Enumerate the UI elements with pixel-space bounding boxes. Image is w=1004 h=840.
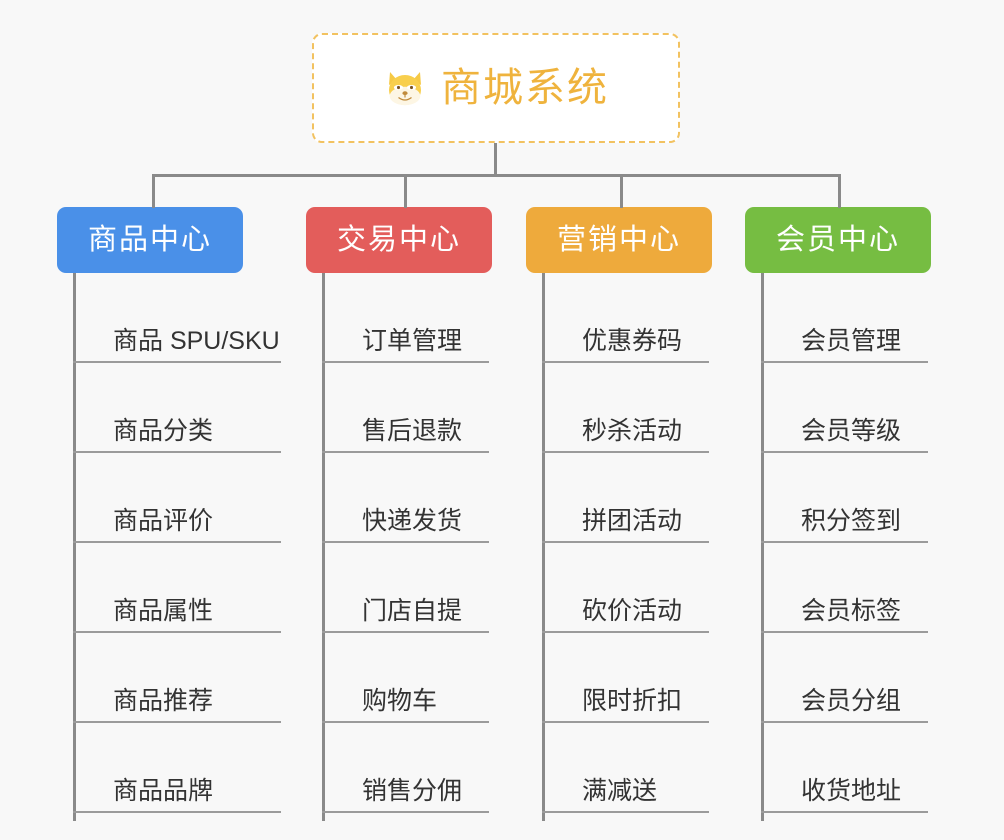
leaf-item[interactable]: 会员管理 [761, 273, 928, 363]
leaf-item[interactable]: 商品分类 [73, 363, 281, 453]
leaf-item[interactable]: 收货地址 [761, 723, 928, 813]
leaf-item[interactable]: 订单管理 [322, 273, 489, 363]
leaf-item[interactable]: 会员标签 [761, 543, 928, 633]
leaf-item-label: 购物车 [362, 686, 438, 715]
leaf-item-label: 销售分佣 [362, 776, 463, 805]
leaf-item[interactable]: 优惠券码 [542, 273, 709, 363]
category-header-label: 会员中心 [775, 223, 900, 256]
connector-drop-2 [404, 174, 407, 208]
root-node[interactable]: 商城系统 [312, 33, 680, 143]
category-header-4[interactable]: 会员中心 [745, 207, 931, 273]
leaf-item[interactable]: 满减送 [542, 723, 709, 813]
category-header-label: 商品中心 [87, 223, 212, 256]
leaf-item[interactable]: 会员等级 [761, 363, 928, 453]
leaf-item[interactable]: 砍价活动 [542, 543, 709, 633]
leaf-item[interactable]: 门店自提 [322, 543, 489, 633]
leaf-item-label: 会员分组 [801, 686, 902, 715]
leaf-item-label: 商品推荐 [113, 686, 214, 715]
leaf-item-label: 满减送 [582, 776, 658, 805]
connector-drop-1 [152, 174, 155, 208]
leaf-item-label: 会员标签 [801, 596, 902, 625]
connector-trunk-1 [73, 273, 76, 821]
leaf-item[interactable]: 商品推荐 [73, 633, 281, 723]
leaf-item-label: 商品属性 [113, 596, 214, 625]
leaf-item[interactable]: 快递发货 [322, 453, 489, 543]
leaf-item-label: 拼团活动 [582, 506, 683, 535]
leaf-item-label: 商品分类 [113, 416, 214, 445]
leaf-item-label: 积分签到 [801, 506, 902, 535]
leaf-item-label: 售后退款 [362, 416, 463, 445]
root-title: 商城系统 [441, 66, 609, 110]
leaf-item[interactable]: 积分签到 [761, 453, 928, 543]
category-header-1[interactable]: 商品中心 [57, 207, 243, 273]
connector-trunk-4 [761, 273, 764, 821]
leaf-item-label: 商品品牌 [113, 776, 214, 805]
leaf-item-label: 快递发货 [362, 506, 463, 535]
category-header-label: 营销中心 [556, 223, 681, 256]
leaf-item-label: 限时折扣 [582, 686, 683, 715]
connector-trunk-3 [542, 273, 545, 821]
leaf-item[interactable]: 商品评价 [73, 453, 281, 543]
leaf-item[interactable]: 拼团活动 [542, 453, 709, 543]
connector-drop-3 [620, 174, 623, 208]
leaf-item[interactable]: 商品 SPU/SKU [73, 273, 281, 363]
leaf-item-label: 商品 SPU/SKU [113, 326, 280, 355]
connector-drop-4 [838, 174, 841, 208]
leaf-item[interactable]: 商品属性 [73, 543, 281, 633]
connector-root-stem [494, 143, 497, 176]
leaf-item-label: 门店自提 [362, 596, 463, 625]
connector-horizontal-bus [152, 174, 840, 177]
leaf-item-label: 优惠券码 [582, 326, 683, 355]
leaf-item-label: 收货地址 [801, 776, 902, 805]
leaf-item[interactable]: 售后退款 [322, 363, 489, 453]
leaf-item-label: 订单管理 [362, 326, 463, 355]
leaf-item-label: 秒杀活动 [582, 416, 683, 445]
leaf-item-label: 砍价活动 [582, 596, 683, 625]
leaf-item[interactable]: 商品品牌 [73, 723, 281, 813]
category-header-label: 交易中心 [336, 223, 461, 256]
connector-trunk-2 [322, 273, 325, 821]
leaf-item-label: 商品评价 [113, 506, 214, 535]
leaf-item[interactable]: 限时折扣 [542, 633, 709, 723]
leaf-item[interactable]: 购物车 [322, 633, 489, 723]
leaf-item-label: 会员等级 [801, 416, 902, 445]
leaf-item[interactable]: 会员分组 [761, 633, 928, 723]
shiba-dog-face-icon [383, 66, 427, 110]
leaf-item[interactable]: 销售分佣 [322, 723, 489, 813]
category-header-2[interactable]: 交易中心 [306, 207, 492, 273]
leaf-item[interactable]: 秒杀活动 [542, 363, 709, 453]
category-header-3[interactable]: 营销中心 [526, 207, 712, 273]
leaf-item-label: 会员管理 [801, 326, 902, 355]
